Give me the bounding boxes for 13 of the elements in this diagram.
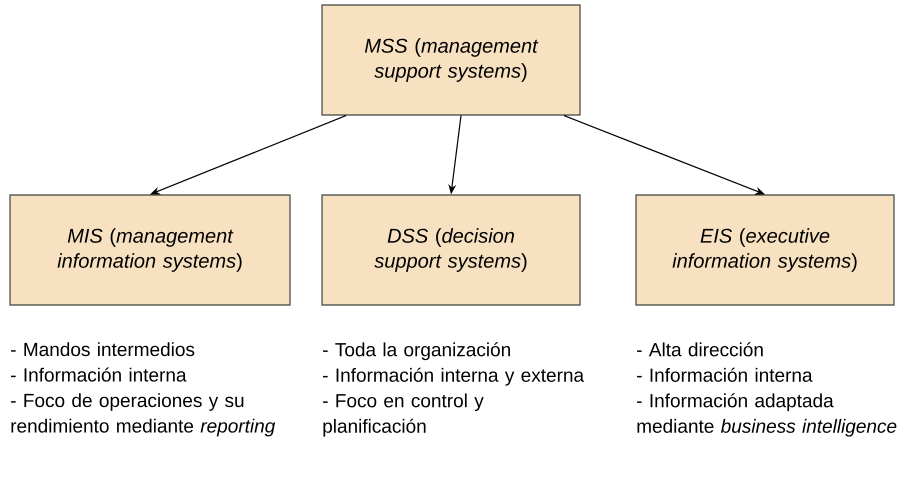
- note-text: - Mandos intermedios: [11, 342, 194, 356]
- note-text: - Foco de operaciones y su rendimiento mediante reporting: [11, 393, 276, 436]
- note-text: - Información interna: [11, 367, 187, 382]
- system-box: MIS (management information systems): [9, 194, 291, 306]
- system-box: EIS (executive information systems): [635, 194, 895, 306]
- note-text: - Foco en control y planificación: [323, 393, 484, 437]
- system-box: MSS (management support systems): [321, 4, 581, 116]
- note-text: - Información interna: [637, 368, 813, 382]
- system-box: DSS (decision support systems): [321, 194, 581, 306]
- note-text: - Alta dirección: [637, 342, 763, 356]
- note-text: - Información interna y externa: [323, 368, 584, 386]
- note-text: - Toda la organización: [323, 342, 510, 360]
- note-text: - Información adaptada mediante business intelligence: [637, 393, 896, 437]
